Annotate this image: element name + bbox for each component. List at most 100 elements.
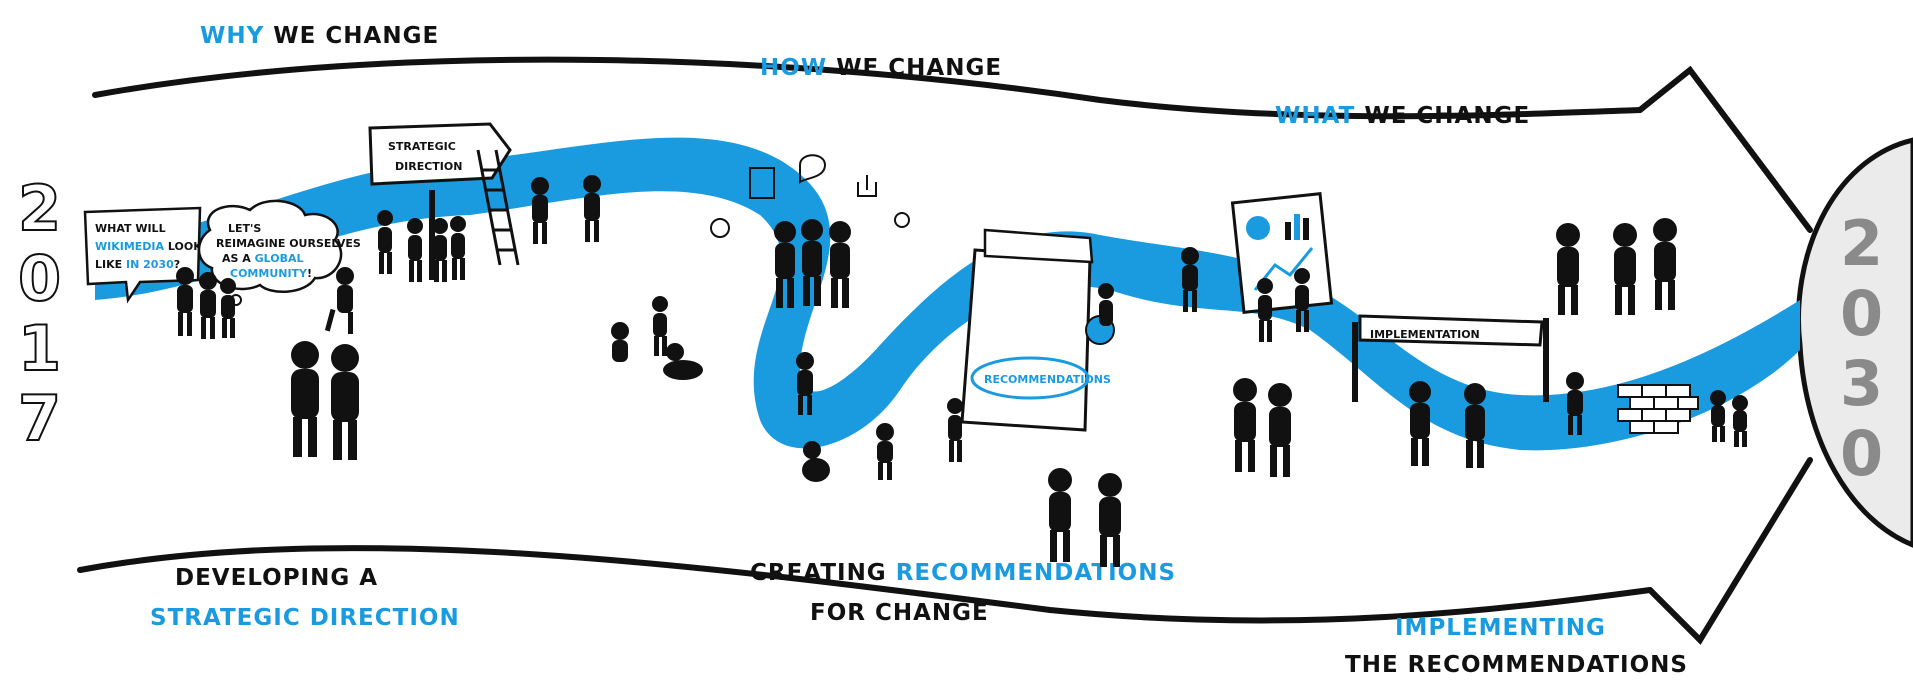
person-figure	[1098, 283, 1114, 326]
start-year: 2 0 1 7	[17, 171, 62, 456]
creating-label-line2: FOR CHANGE	[810, 600, 989, 626]
person-figure	[1566, 372, 1584, 435]
developing-label-line1: DEVELOPING A	[175, 565, 378, 591]
person-figure	[1409, 381, 1431, 466]
person-figure	[876, 423, 894, 480]
person-figure	[450, 216, 466, 280]
brick-wall	[1617, 384, 1699, 434]
person-figure	[331, 344, 359, 460]
why-accent: WHY	[200, 23, 264, 49]
end-year: 2 0 3 0	[1840, 207, 1883, 490]
person-figure	[1268, 383, 1292, 477]
document-icon	[749, 167, 775, 199]
thought-line3: AS A GLOBAL	[222, 252, 304, 265]
download-icon	[857, 175, 877, 197]
people-figures	[176, 175, 1748, 567]
person-figure	[1181, 247, 1199, 312]
creating-word: CREATING	[750, 560, 887, 586]
journey-arrow	[77, 56, 1813, 645]
person-figure	[663, 343, 703, 380]
creating-accent: RECOMMENDATIONS	[896, 560, 1176, 586]
person-figure	[1710, 390, 1726, 442]
speech-line3-q: ?	[174, 258, 180, 271]
person-figure	[801, 219, 823, 306]
person-figure	[802, 441, 830, 482]
speech-icon	[799, 154, 827, 185]
why-label: WHY WE CHANGE	[200, 23, 439, 49]
speech-line3-accent: IN 2030	[126, 258, 174, 271]
person-figure	[774, 221, 796, 308]
implementation-banner: IMPLEMENTATION	[1352, 314, 1549, 402]
person-figure	[176, 267, 194, 336]
person-figure	[1653, 218, 1677, 310]
speech-bubble: WHAT WILL WIKIMEDIA LOOK LIKE IN 2030?	[83, 206, 202, 304]
person-figure	[1732, 395, 1748, 447]
end-year-digit-3: 3	[1840, 347, 1883, 420]
person-figure	[199, 272, 217, 339]
thought-line3-rest: AS A	[222, 252, 251, 265]
thought-bubble: LET'S REIMAGINE OURSELVES AS A GLOBAL CO…	[197, 199, 361, 316]
person-figure	[1556, 223, 1580, 315]
person-figure	[291, 341, 319, 457]
start-year-digit-2: 0	[18, 242, 61, 315]
signpost-line1: STRATEGIC	[388, 140, 456, 153]
signpost-line2: DIRECTION	[395, 160, 462, 173]
start-year-digit-4: 7	[18, 382, 61, 455]
developing-label-line2: STRATEGIC DIRECTION	[150, 605, 460, 631]
end-year-digit-4: 0	[1840, 417, 1883, 490]
start-year-digit-3: 1	[18, 312, 61, 385]
chart-easel	[1230, 192, 1334, 314]
thought-line4-accent: COMMUNITY	[230, 267, 308, 280]
person-figure	[1464, 383, 1486, 468]
banner-label: IMPLEMENTATION	[1370, 328, 1480, 341]
speech-line3-rest: LIKE	[95, 258, 122, 271]
person-figure	[1294, 268, 1310, 332]
how-accent: HOW	[760, 55, 827, 81]
how-label: HOW WE CHANGE	[760, 55, 1002, 81]
start-year-digit-1: 2	[18, 172, 61, 245]
strategic-direction-signpost: STRATEGIC DIRECTION	[368, 122, 520, 280]
person-figure	[1098, 473, 1122, 567]
speech-line2-rest: LOOK	[168, 240, 202, 253]
speech-line2: WIKIMEDIA LOOK	[95, 240, 202, 253]
end-year-digit-2: 0	[1840, 277, 1883, 350]
person-figure	[1613, 223, 1637, 315]
thought-line4-rest: !	[307, 267, 312, 280]
end-year-digit-1: 2	[1840, 207, 1883, 280]
recommendations-folder: RECOMMENDATIONS	[960, 228, 1115, 432]
person-figure	[583, 175, 601, 242]
magnifier-icon	[894, 212, 910, 228]
thought-line2: REIMAGINE OURSELVES	[216, 237, 361, 250]
person-figure	[1233, 378, 1257, 472]
person-figure	[407, 218, 423, 282]
what-rest: WE CHANGE	[1364, 103, 1530, 129]
person-figure	[947, 398, 963, 462]
folder-label: RECOMMENDATIONS	[984, 373, 1111, 386]
speech-line3: LIKE IN 2030?	[95, 258, 180, 271]
person-figure	[1257, 278, 1273, 342]
person-figure	[220, 278, 236, 338]
person-figure	[652, 296, 668, 356]
how-rest: WE CHANGE	[836, 55, 1002, 81]
person-figure	[432, 218, 448, 282]
thought-line4: COMMUNITY!	[230, 267, 312, 280]
why-rest: WE CHANGE	[273, 23, 439, 49]
person-figure	[611, 322, 629, 362]
thought-line1: LET'S	[228, 222, 261, 235]
person-figure	[324, 267, 354, 334]
what-label: WHAT WE CHANGE	[1275, 103, 1530, 129]
speech-line2-accent: WIKIMEDIA	[95, 240, 165, 253]
speech-line1: WHAT WILL	[95, 222, 166, 235]
creating-label-line1: CREATING RECOMMENDATIONS	[750, 560, 1176, 586]
lightbulb-icon	[710, 218, 730, 238]
person-figure	[1048, 468, 1072, 562]
person-figure	[377, 210, 393, 274]
person-figure	[531, 177, 549, 244]
person-figure	[796, 352, 814, 415]
blue-river	[95, 137, 1800, 451]
idea-icons	[710, 154, 910, 238]
thought-line3-accent: GLOBAL	[255, 252, 304, 265]
implementing-label-line2: THE RECOMMENDATIONS	[1345, 652, 1688, 678]
implementing-label-line1: IMPLEMENTING	[1395, 615, 1606, 641]
